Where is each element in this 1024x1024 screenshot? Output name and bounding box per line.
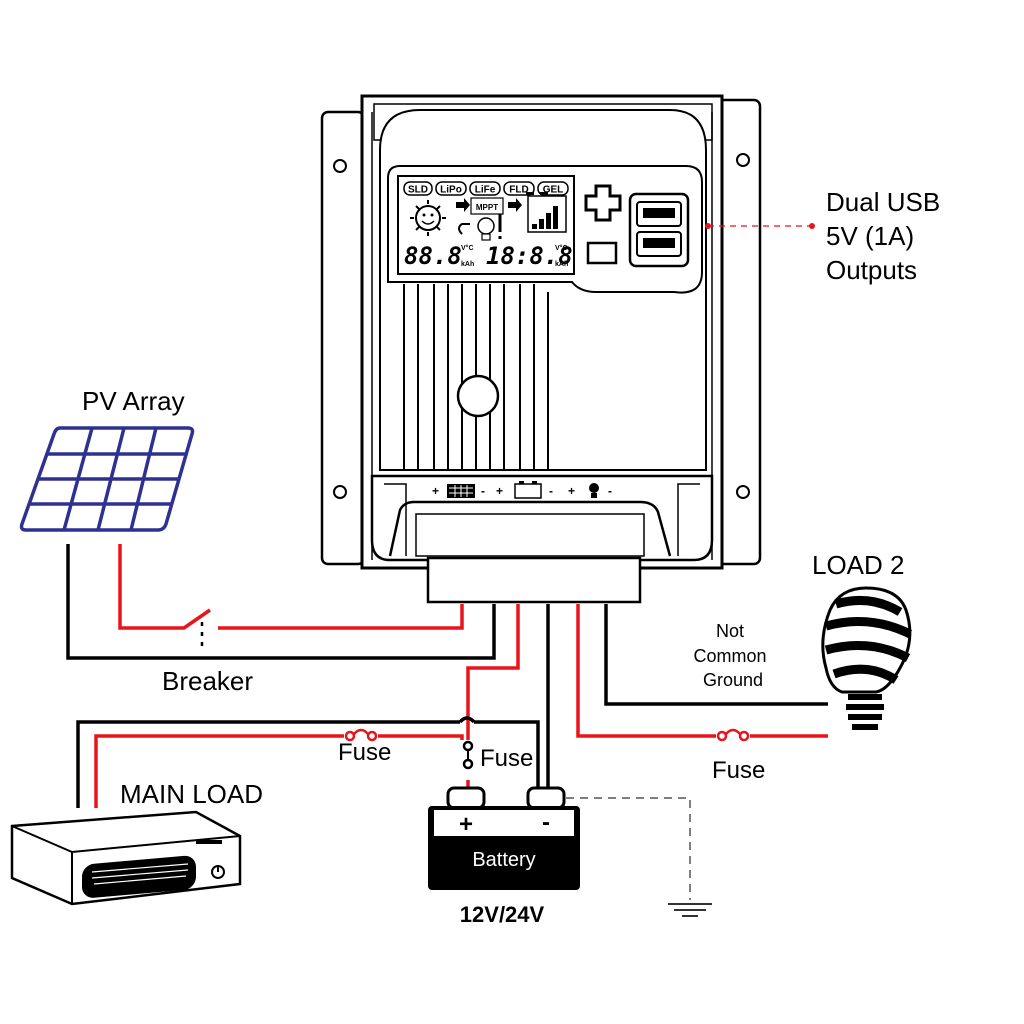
lcd-left-unit-bottom: kAh [461,261,474,268]
mode-fld: FLD [509,185,528,196]
svg-text:-: - [481,484,485,498]
battery-minus-label: - [542,809,550,836]
charge-controller: SLD LiPo LiFe FLD GEL MPPT [320,94,762,604]
mounting-hole-icon [333,485,347,499]
fuse-icon [716,728,750,742]
not-common-ground-line1: Not [716,621,744,641]
wires [66,544,828,808]
fuse-icon [462,740,474,770]
heatsink-fins [403,284,549,470]
mounting-hole-icon [333,159,347,173]
fuse-icon [344,728,378,742]
arrow-right-icon [508,198,522,212]
bulb-icon [477,217,495,241]
usb-label-line1: Dual USB [826,187,940,217]
ground-icon [668,903,712,917]
battery-plus-label: + [459,811,473,838]
fuse-mid-label: Fuse [480,745,533,772]
mode-lipo: LiPo [440,185,462,196]
svg-text:-: - [608,484,612,498]
mode-sld: SLD [408,185,428,196]
terminal-plug [426,556,642,604]
link-icon [458,223,470,235]
usb-label-line2: 5V (1A) [826,221,914,251]
mppt-label: MPPT [476,203,498,212]
lcd-right-unit-bottom: kAh [555,261,568,268]
battery-level-icon [526,192,567,233]
not-common-ground-line3: Ground [703,670,763,690]
inverter-device-icon [10,810,242,906]
cfl-bulb-icon [821,586,913,730]
svg-text:+: + [432,484,439,498]
mode-life: LiFe [475,185,496,196]
set-button[interactable] [586,241,618,265]
center-mount-hole [456,374,500,418]
mounting-hole-icon [736,485,750,499]
mounting-hole-icon [736,153,750,167]
battery-voltage-label: 12V/24V [460,902,545,927]
lcd-right-unit-top: V°C [555,244,568,252]
dpad-button[interactable] [584,184,622,222]
lcd-left-digits: 88.8 [404,242,462,270]
usb-ports [628,192,690,268]
battery-icon: + - Battery [428,786,580,890]
mode-gel: GEL [543,185,564,196]
svg-text:-: - [549,484,553,498]
terminal-labels: + - + - + - [432,481,612,499]
mppt-badge [470,197,504,215]
not-common-ground-line2: Common [693,646,766,666]
load2-label: LOAD 2 [812,550,905,580]
fuse-right-label: Fuse [712,757,765,784]
solar-panel-icon [19,426,195,532]
battery-negative-terminal [526,786,566,810]
lcd-right-digits: 18:8.8 [486,242,573,270]
fuse-left-label: Fuse [338,739,391,766]
load-terminal-icon [589,483,599,498]
svg-text:+: + [496,484,503,498]
breaker-label: Breaker [162,666,253,696]
svg-text:+: + [568,484,575,498]
arrow-right-icon [456,198,470,212]
lcd-left-unit-top: V°C [461,244,474,252]
battery-label: Battery [472,849,535,871]
battery-terminal-icon [514,483,542,499]
battery-positive-terminal [446,786,486,810]
usb-label-line3: Outputs [826,255,917,285]
sun-icon [410,200,446,236]
main-load-label: MAIN LOAD [120,779,263,809]
pv-array-label: PV Array [82,386,185,416]
ground-wire [566,797,691,900]
lcd-mode-badges: SLD LiPo LiFe FLD GEL [403,181,569,196]
